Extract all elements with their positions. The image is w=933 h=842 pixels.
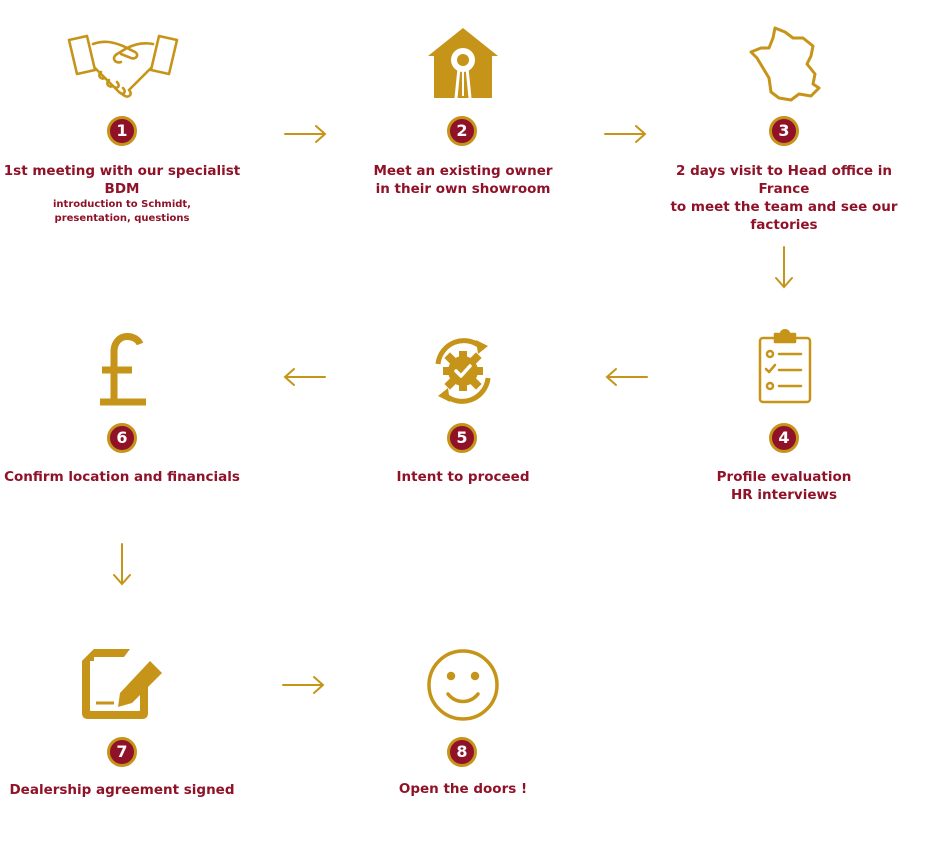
step-2-label: Meet an existing owner in their own show… <box>333 162 593 198</box>
step-title: Profile evaluation <box>716 469 852 485</box>
step-3-label: 2 days visit to Head office in France to… <box>654 162 914 234</box>
step-number-badge: 8 <box>447 737 477 767</box>
step-title: Intent to proceed <box>396 469 530 485</box>
step-title: in their own showroom <box>375 181 551 197</box>
step-6-label: Confirm location and financials <box>0 468 252 486</box>
step-8-label: Open the doors ! <box>333 780 593 798</box>
step-title: Open the doors ! <box>398 781 528 797</box>
step-title: factories <box>750 217 818 233</box>
step-number-badge: 3 <box>769 116 799 146</box>
step-title: Meet an existing owner <box>373 163 553 179</box>
step-subtitle: introduction to Schmidt, <box>53 199 191 210</box>
step-number-badge: 4 <box>769 423 799 453</box>
step-title: HR interviews <box>731 487 837 503</box>
step-title: to meet the team and see our <box>670 199 898 215</box>
step-number-badge: 6 <box>107 423 137 453</box>
arrow-left-icon <box>282 367 326 391</box>
step-number-badge: 5 <box>447 423 477 453</box>
step-title: Dealership agreement signed <box>9 782 235 798</box>
signing-document-icon <box>80 647 166 723</box>
step-7-label: Dealership agreement signed <box>0 781 252 799</box>
arrow-down-icon <box>774 246 794 294</box>
step-title: 2 days visit to Head office in France <box>675 163 892 197</box>
step-title: 1st meeting with our specialist BDM <box>3 163 241 197</box>
showroom-house-icon <box>426 26 500 100</box>
france-map-icon <box>749 26 823 102</box>
step-1-label: 1st meeting with our specialist BDM intr… <box>0 162 252 226</box>
arrow-left-icon <box>604 367 648 391</box>
step-subtitle: presentation, questions <box>54 213 190 224</box>
gear-check-cycle-icon <box>426 334 500 408</box>
clipboard-checklist-icon <box>757 328 813 406</box>
step-number-badge: 1 <box>107 116 137 146</box>
arrow-right-icon <box>604 124 648 148</box>
handshake-icon <box>65 32 181 100</box>
pound-sign-icon <box>96 332 150 406</box>
step-title: Confirm location and financials <box>4 469 240 485</box>
step-4-label: Profile evaluation HR interviews <box>654 468 914 504</box>
step-number-badge: 2 <box>447 116 477 146</box>
arrow-right-icon <box>282 675 326 699</box>
arrow-down-icon <box>112 543 132 591</box>
step-number-badge: 7 <box>107 737 137 767</box>
smiley-face-icon <box>426 648 500 722</box>
arrow-right-icon <box>284 124 328 148</box>
step-5-label: Intent to proceed <box>333 468 593 486</box>
